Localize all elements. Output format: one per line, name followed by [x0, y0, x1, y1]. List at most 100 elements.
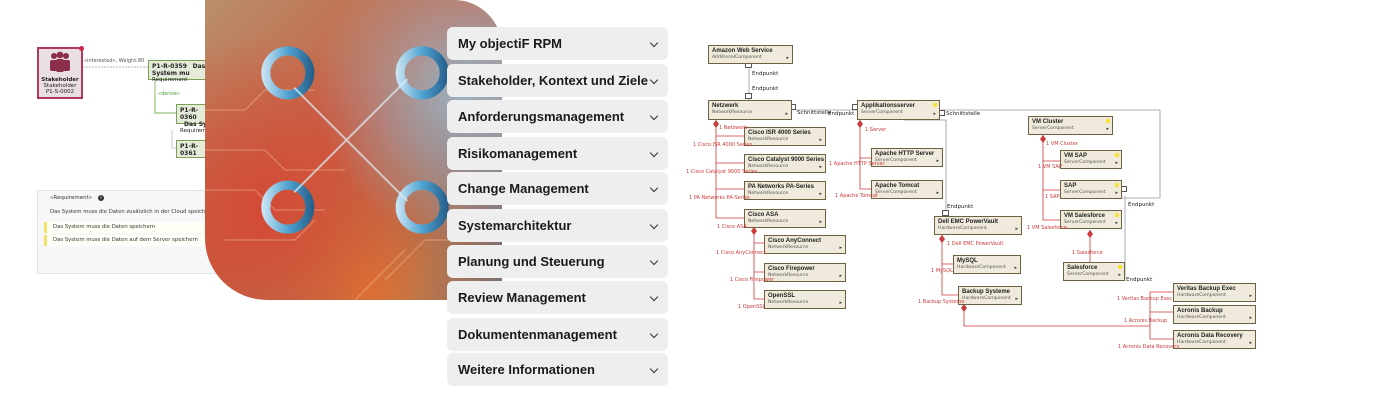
accordion-item-anforderungsmanagement[interactable]: Anforderungsmanagement	[447, 100, 668, 133]
node-title: VM SAP	[1064, 153, 1088, 159]
node-type: NetworkResource	[712, 110, 753, 115]
node-type: ServerComponent	[1064, 220, 1106, 225]
expand-arrow-icon: ▸	[819, 219, 822, 225]
accordion-label: Systemarchitektur	[458, 218, 572, 233]
node-title: Cisco ASA	[748, 212, 779, 218]
node-type: ServerComponent	[1064, 160, 1106, 165]
stakeholder-title: Stakeholder	[41, 77, 79, 83]
abstract-x-logo	[205, 46, 502, 300]
endpoint-port[interactable]	[942, 210, 949, 216]
node-title: Cisco ISR 4000 Series	[748, 130, 811, 136]
edge-label: 1 VM Cluster	[1046, 141, 1078, 147]
status-marker	[1106, 119, 1110, 123]
expand-arrow-icon: ▸	[1249, 340, 1252, 346]
edge-label: 1 Salesforce	[1072, 250, 1103, 256]
status-dot	[79, 46, 84, 51]
expand-arrow-icon: ▸	[1118, 272, 1121, 278]
interface-label: Schnittstelle	[797, 110, 832, 116]
expand-arrow-icon: ▸	[933, 111, 936, 117]
edge-label: 1 Server	[865, 127, 887, 133]
expand-arrow-icon: ▸	[839, 300, 842, 306]
endpoint-port[interactable]	[745, 93, 752, 99]
node-title: PA Networks PA-Series	[748, 184, 814, 190]
expand-arrow-icon: ▸	[1115, 160, 1118, 166]
expand-arrow-icon: ▸	[1014, 265, 1017, 271]
edge-label: 1 Cisco ISR 4000 Series	[693, 142, 753, 148]
node-title: OpenSSL	[768, 293, 796, 299]
node-title: SAP	[1064, 183, 1077, 189]
node-type: NetworkResource	[768, 273, 809, 278]
endpoint-label: Endpunkt	[828, 111, 855, 117]
accordion-label: My objectiF RPM	[458, 36, 563, 51]
accordion-item-dokumentenmanagement[interactable]: Dokumentenmanagement	[447, 318, 668, 351]
interested-edge-label: «interested», Weight:	[84, 58, 138, 64]
edge-label: 1 SAP	[1045, 194, 1060, 200]
people-icon	[50, 51, 70, 72]
node-type: NetworkResource	[748, 191, 789, 196]
edge-label: 1 Cisco Firepower	[730, 277, 775, 283]
accordion-item-my-objectif-rpm[interactable]: My objectiF RPM	[447, 27, 668, 60]
edge-label: 1 Backup Systeme	[918, 299, 965, 305]
node-type: HardwareComponent	[1177, 293, 1226, 298]
requirement-type: Requirement	[180, 128, 216, 134]
node-type: NetworkResource	[748, 137, 789, 142]
node-type: HardwareComponent	[938, 226, 987, 231]
expand-arrow-icon: ▸	[1115, 190, 1118, 196]
node-title: VM Salesforce	[1064, 213, 1106, 219]
edge-label: 1 PA Networks PA-Series	[689, 195, 750, 201]
requirement-node-359[interactable]: P1-R-0359 Das System mu Requirement	[148, 60, 218, 83]
expand-arrow-icon: ▸	[839, 245, 842, 251]
stakeholder-id: P1-S-0002	[45, 89, 75, 95]
node-title: Applikationsserver	[861, 103, 916, 109]
node-type: HardwareComponent	[957, 265, 1006, 270]
accordion-label: Planung und Steuerung	[458, 254, 605, 269]
node-title: Amazon Web Service	[712, 48, 773, 54]
accordion-item-weitere-informationen[interactable]: Weitere Informationen	[447, 353, 668, 386]
panel-row[interactable]: Das System muss die Daten speichern	[44, 222, 229, 233]
accordion-item-review-management[interactable]: Review Management	[447, 281, 668, 314]
panel-row[interactable]: Das System muss die Daten auf dem Server…	[44, 235, 229, 246]
edge-label: 1 Dell EMC PowerVault	[947, 241, 1004, 247]
accordion-item-planung[interactable]: Planung und Steuerung	[447, 245, 668, 278]
accordion-item-change-management[interactable]: Change Management	[447, 172, 668, 205]
node-title: Apache Tomcat	[875, 183, 920, 189]
accordion-label: Anforderungsmanagement	[458, 109, 625, 124]
endpoint-label: Endpunkt	[1126, 277, 1153, 283]
accordion-item-risikomanagement[interactable]: Risikomanagement	[447, 137, 668, 170]
endpoint-label: Endpunkt	[1128, 202, 1155, 208]
accordion-item-systemarchitektur[interactable]: Systemarchitektur	[447, 209, 668, 242]
panel-title: «Requirement»	[50, 195, 93, 201]
status-marker	[933, 103, 937, 107]
panel-row[interactable]: Das System muss die Daten zusätzlich in …	[50, 209, 214, 215]
node-type: ServerComponent	[1032, 126, 1074, 131]
expand-arrow-icon: ▸	[786, 55, 789, 61]
stakeholder-node[interactable]: Stakeholder Stakeholder P1-S-0002	[37, 46, 84, 99]
node-title: Acronis Data Recovery	[1177, 333, 1243, 339]
accordion-item-stakeholder[interactable]: Stakeholder, Kontext und Ziele	[447, 64, 668, 97]
info-icon[interactable]: i	[98, 195, 104, 201]
